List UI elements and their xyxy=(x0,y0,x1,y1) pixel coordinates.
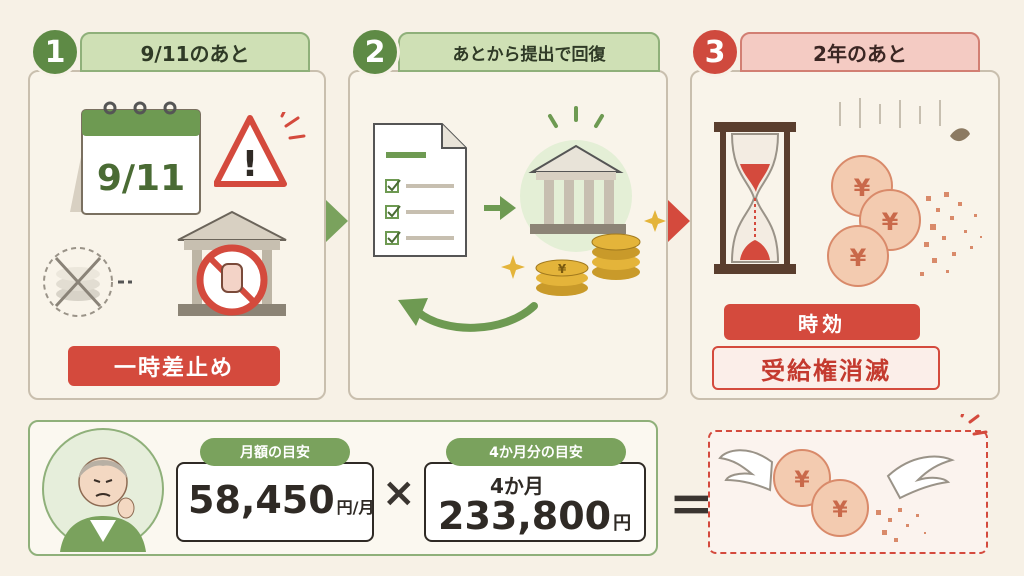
arrow-right-icon xyxy=(326,200,348,242)
svg-text:¥: ¥ xyxy=(882,208,899,236)
months-count: 4か月 xyxy=(490,474,544,498)
step-1-number: 1 xyxy=(30,27,80,77)
multiply-operator: × xyxy=(382,470,416,516)
total-amount-unit: 円 xyxy=(613,513,632,534)
statute-of-limitations-badge: 時効 xyxy=(724,304,920,340)
hourglass-icon xyxy=(714,122,796,274)
flying-money-icon: ¥ ¥ xyxy=(718,414,988,542)
step-1-title: 9/11のあと xyxy=(80,32,310,72)
warning-icon: ! xyxy=(214,112,306,187)
cancelled-coins-icon xyxy=(43,247,132,317)
monthly-amount-number: 58,450 xyxy=(188,478,335,522)
calendar-date: 9/11 xyxy=(97,158,185,199)
total-amount-value: 233,800 円 xyxy=(438,494,631,538)
suspension-badge: 一時差止め xyxy=(68,346,280,386)
total-amount-label: 4か月分の目安 xyxy=(446,438,626,466)
sparkle-icon xyxy=(501,255,525,279)
svg-text:¥: ¥ xyxy=(850,244,867,272)
calendar-icon: 9/11 xyxy=(70,101,201,215)
step-3-number: 3 xyxy=(690,27,740,77)
step-2-title: あとから提出で回復 xyxy=(398,32,660,72)
monthly-amount-unit: 円/月 xyxy=(336,498,375,517)
svg-text:!: ! xyxy=(242,144,258,185)
svg-text:¥: ¥ xyxy=(854,174,871,202)
step-3-title: 2年のあと xyxy=(740,32,980,72)
arrow-right-small-icon xyxy=(484,196,516,220)
svg-text:¥: ¥ xyxy=(558,262,567,276)
monthly-amount-value: 58,450 円/月 xyxy=(188,478,375,522)
worried-person-avatar xyxy=(42,428,164,552)
total-amount-box xyxy=(424,462,646,542)
monthly-amount-label: 月額の目安 xyxy=(200,438,350,466)
vanishing-coins-icon: ¥ ¥ ¥ xyxy=(827,98,982,287)
svg-text:¥: ¥ xyxy=(832,498,848,523)
bank-with-coins-icon: ¥ xyxy=(520,106,666,296)
arrow-right-red-icon xyxy=(668,200,690,242)
svg-text:¥: ¥ xyxy=(794,468,810,493)
blocked-bank-icon xyxy=(177,210,287,316)
document-icon xyxy=(373,123,467,257)
step-2-number: 2 xyxy=(350,27,400,77)
total-amount-number: 233,800 xyxy=(438,494,612,538)
return-arrow-icon xyxy=(398,298,538,332)
rights-lost-badge: 受給権消滅 xyxy=(712,346,940,390)
